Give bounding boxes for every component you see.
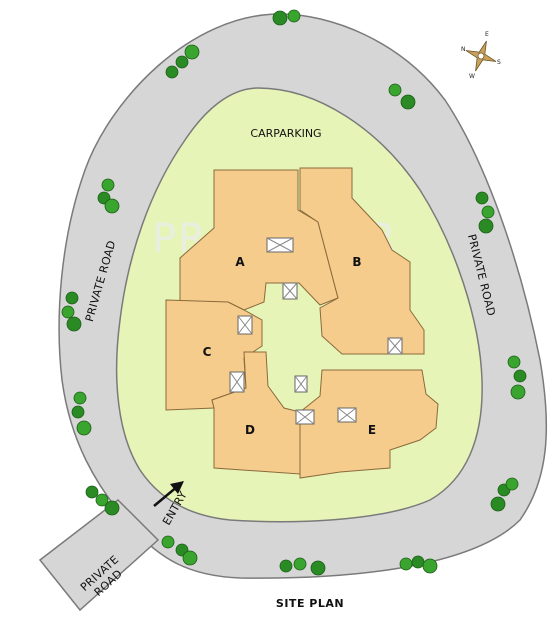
compass-w: W [469,73,475,80]
tree-icon [182,550,198,566]
tree-icon [65,291,79,305]
core-box [282,282,298,300]
trees [61,9,527,576]
block-e-label: E [368,423,376,437]
core-box [295,409,315,425]
entry-arrow-icon [153,481,184,507]
core-box [237,315,253,335]
tree-icon [165,65,179,79]
tree-icon [388,83,402,97]
service-cores [229,237,403,425]
tree-icon [104,500,120,516]
compass-s: S [497,59,501,66]
tree-icon [478,218,494,234]
tree-icon [101,178,115,192]
block-e [299,369,439,479]
tree-icon [104,198,120,214]
tree-icon [61,305,75,319]
compass-icon: N E S W [461,31,501,80]
tree-icon [279,559,293,573]
compass-e: E [485,31,489,38]
tree-icon [310,560,326,576]
block-d-label: D [245,423,255,437]
tree-icon [66,316,82,332]
tree-icon [490,496,506,512]
tree-icon [475,191,489,205]
core-box [229,371,245,393]
tree-icon [95,493,109,507]
tree-icon [411,555,425,569]
block-b-label: B [352,255,361,269]
core-box [266,237,294,253]
private-road-spur [38,499,160,612]
tree-icon [422,558,438,574]
tree-icon [73,391,87,405]
block-b [299,167,425,355]
tree-icon [505,477,519,491]
tree-icon [510,384,526,400]
tree-icon [71,405,85,419]
tree-icon [293,557,307,571]
carparking-label: CARPARKING [250,127,321,140]
core-box [294,375,308,393]
block-a-label: A [235,255,245,269]
tree-icon [161,535,175,549]
site-plan-title: SITE PLAN [276,597,344,610]
block-c-label: C [203,345,212,359]
tree-icon [507,355,521,369]
tree-icon [481,205,495,219]
core-box [337,407,357,423]
tree-icon [400,94,416,110]
compass-n: N [461,46,466,53]
tree-icon [287,9,301,23]
tree-icon [76,420,92,436]
tree-icon [272,10,288,26]
tree-icon [184,44,200,60]
tree-icon [175,55,189,69]
tree-icon [513,369,527,383]
tree-icon [85,485,99,499]
core-box [387,337,403,355]
block-a [179,169,339,311]
tree-icon [399,557,413,571]
